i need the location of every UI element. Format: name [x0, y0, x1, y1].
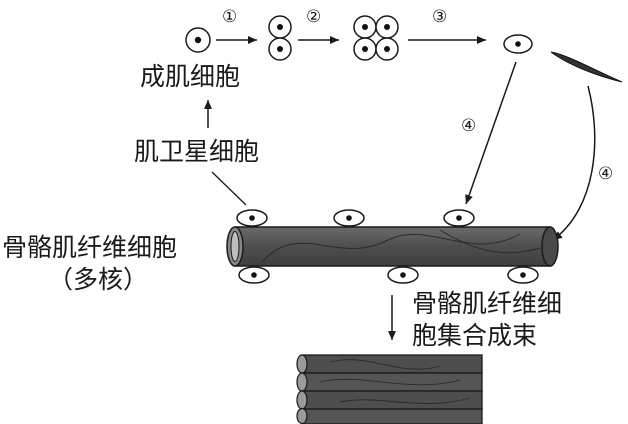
myoblast-single-cell [185, 27, 211, 53]
satellite-pointer-line [211, 171, 247, 206]
myoblast-label: 成肌细胞 [140, 62, 241, 91]
bundle-label-line2: 胞集合成束 [412, 321, 538, 350]
spindle-cell [550, 51, 623, 83]
step-4-label-right: ④ [598, 164, 613, 184]
two-cell-stage [268, 15, 292, 61]
satellite-cell-bottom-2 [387, 266, 419, 284]
step-4-arrow-right [552, 85, 596, 241]
elongating-cell [503, 34, 533, 54]
satellite-cell-bottom-3 [507, 266, 539, 284]
step-2-label: ② [306, 7, 321, 27]
multinucleate-label: （多核） [48, 265, 149, 294]
step-4-arrow-left [465, 61, 517, 205]
four-cell-stage [353, 15, 399, 61]
step-4-label-left: ④ [461, 116, 476, 136]
satellite-cell-top-1 [236, 209, 268, 227]
muscle-fiber-bundle [296, 354, 483, 424]
bundle-label-line1: 骨骼肌纤维细 [412, 289, 563, 318]
satellite-cell-label: 肌卫星细胞 [134, 137, 260, 166]
satellite-cell-top-3 [443, 209, 475, 227]
step-1-label: ① [222, 7, 237, 27]
satellite-cell-top-2 [333, 209, 365, 227]
satellite-cell-bottom-1 [238, 266, 270, 284]
muscle-fiber-label: 骨骼肌纤维细胞 [2, 233, 178, 262]
step-3-label: ③ [432, 7, 447, 27]
muscle-fiber [226, 226, 559, 267]
